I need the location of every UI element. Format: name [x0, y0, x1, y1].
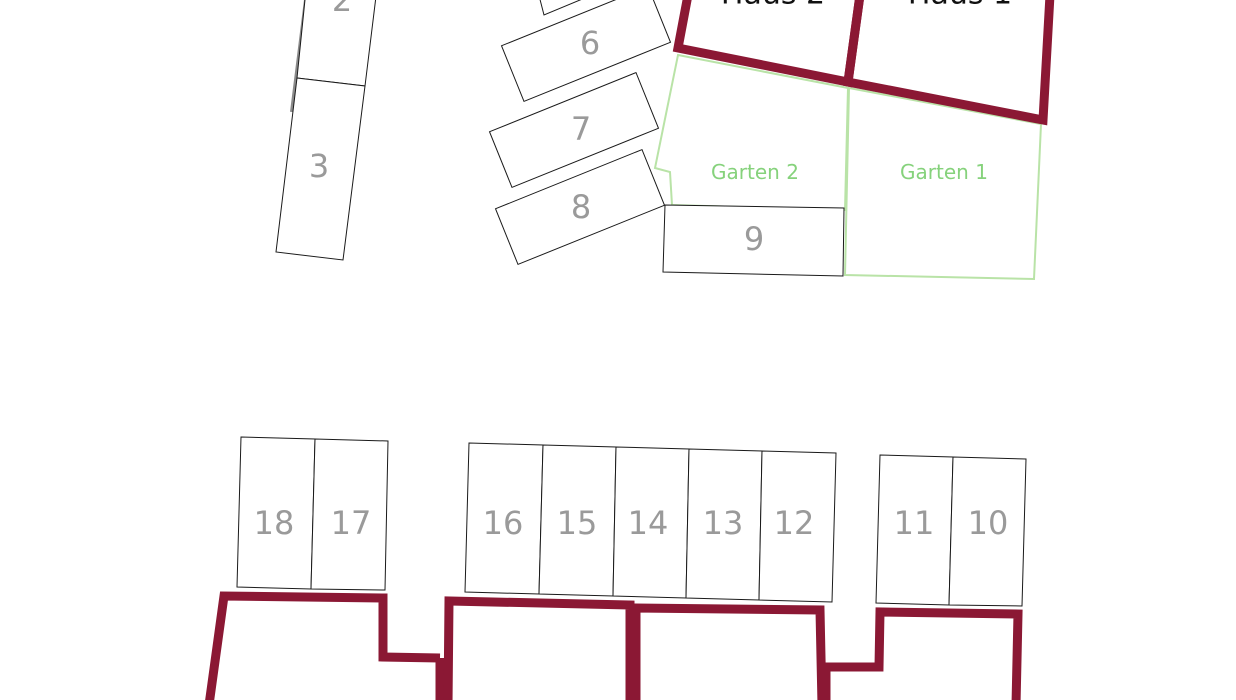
lot-9 — [662, 204, 845, 277]
lot-8 — [494, 148, 666, 266]
lower-house-right-outline — [821, 607, 1023, 700]
upper-houses: Haus 2 Haus 1 — [672, 0, 1055, 126]
lower-houses — [205, 591, 1023, 700]
lot-7-number: 7 — [571, 110, 591, 148]
lots-middle: 6 7 8 — [488, 0, 672, 266]
garden-2-label: Garten 2 — [711, 160, 799, 184]
lot-15-number: 15 — [557, 504, 598, 542]
lot-17 — [310, 438, 389, 591]
lot-14-number: 14 — [628, 504, 669, 542]
lower-house-left-outline — [205, 591, 441, 700]
garden-1-label: Garten 1 — [900, 160, 988, 184]
lot-6-number: 6 — [580, 24, 600, 62]
lot-18-number: 18 — [254, 504, 295, 542]
lot-9-number: 9 — [744, 220, 764, 258]
lot-17-number: 17 — [331, 504, 372, 542]
lot-12-number: 12 — [774, 504, 815, 542]
lot-11-number: 11 — [894, 504, 935, 542]
house-1-label: Haus 1 — [908, 0, 1012, 12]
gardens: Garten 2 Garten 1 — [653, 53, 1043, 281]
lot-8-number: 8 — [571, 188, 591, 226]
lot-2-number: 2 — [332, 0, 352, 19]
lot-10-number: 10 — [968, 504, 1009, 542]
house-2-outline — [672, 0, 864, 88]
house-1-outline — [842, 0, 1055, 126]
lower-house-middle-right-outline — [631, 603, 827, 700]
lots-bottom: 18 17 16 15 14 13 12 11 10 — [236, 436, 1027, 607]
lot-16-number: 16 — [483, 504, 524, 542]
lot-5-partial — [539, 0, 582, 16]
lot-12 — [758, 450, 837, 603]
lot-3-number: 3 — [309, 147, 329, 185]
lot-7 — [488, 71, 660, 189]
lot-6 — [500, 0, 672, 103]
lots-left: 2 3 — [275, 0, 377, 261]
house-2-label: Haus 2 — [721, 0, 825, 12]
lot-13-number: 13 — [703, 504, 744, 542]
lower-house-middle-outline — [443, 596, 635, 700]
lot-10 — [948, 456, 1027, 607]
lot-3 — [275, 77, 366, 261]
garden-1-area — [843, 86, 1043, 281]
lot-9-group: 9 — [662, 204, 845, 277]
